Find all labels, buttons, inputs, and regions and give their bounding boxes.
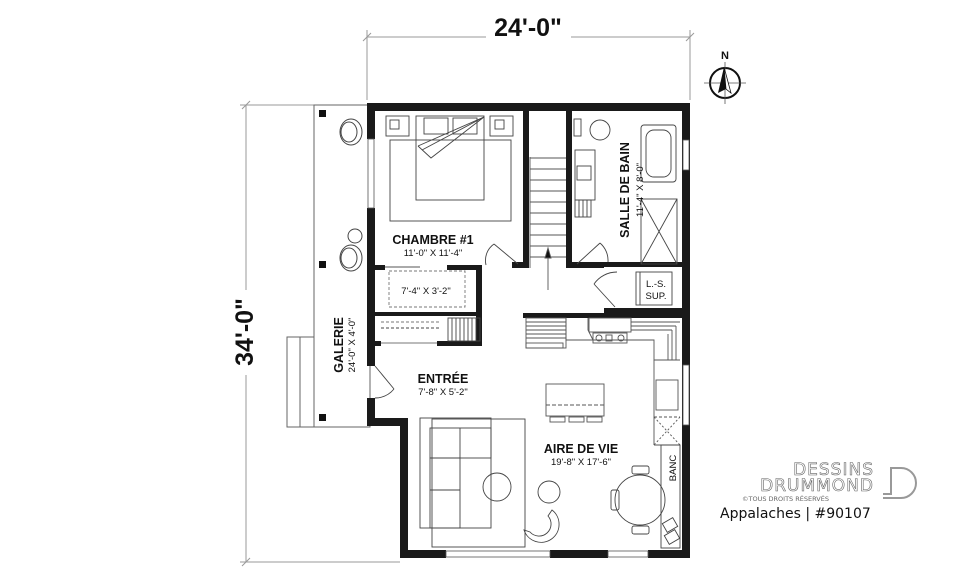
entry-door: [374, 317, 481, 399]
chambre-name: CHAMBRE #1: [392, 233, 473, 247]
windows: [367, 138, 690, 558]
model-name: Appalaches | #90107: [720, 506, 871, 522]
brand-logo-icon: [883, 467, 917, 499]
north-label: N: [721, 50, 729, 62]
brand-copyright: ©TOUS DROITS RÉSERVÉS: [742, 495, 829, 503]
salle-de-bain-size: 11'-4" X 8'-0": [635, 163, 646, 217]
brand-block: DESSINS DRUMMOND ©TOUS DROITS RÉSERVÉS A…: [720, 460, 936, 522]
galerie-name: GALERIE: [332, 317, 346, 373]
kitchen: [525, 317, 681, 446]
entree-size: 7'-8" X 5'-2": [418, 387, 467, 398]
living-furniture: [419, 417, 681, 549]
brand-line-2: DRUMMOND: [760, 476, 874, 496]
bed: [385, 115, 514, 222]
north-arrow-icon: [704, 62, 746, 104]
depth-dimension-label: 34'-0": [231, 298, 259, 366]
laundry-closet: [593, 271, 673, 308]
brand-line-1: DESSINS: [793, 460, 874, 480]
walkin-size: 7'-4" X 3'-2": [401, 286, 450, 297]
width-dimension-label: 24'-0": [494, 14, 562, 42]
laundry-label: L.-S.: [646, 279, 666, 290]
exterior-walls: [367, 103, 690, 558]
dimension-width: [362, 30, 695, 100]
walk-in-closet: [381, 266, 466, 344]
bench-label: BANC: [668, 455, 679, 482]
chambre-door: [485, 243, 519, 266]
interior-walls: [375, 111, 682, 346]
salle-de-bain-name: SALLE DE BAIN: [618, 142, 632, 238]
galerie-size: 24'-0" X 4'-0": [347, 318, 358, 373]
staircase: [529, 157, 566, 290]
dimension-depth: [240, 100, 400, 567]
laundry-sub-label: SUP.: [646, 291, 667, 302]
bathroom-fixtures: [573, 118, 678, 265]
aire-de-vie-size: 19'-8" X 17'-6": [551, 457, 611, 468]
aire-de-vie-name: AIRE DE VIE: [544, 442, 618, 456]
entree-name: ENTRÉE: [418, 371, 469, 386]
galerie-porch: [286, 104, 371, 428]
chambre-size: 11'-0" X 11'-4": [404, 248, 463, 259]
